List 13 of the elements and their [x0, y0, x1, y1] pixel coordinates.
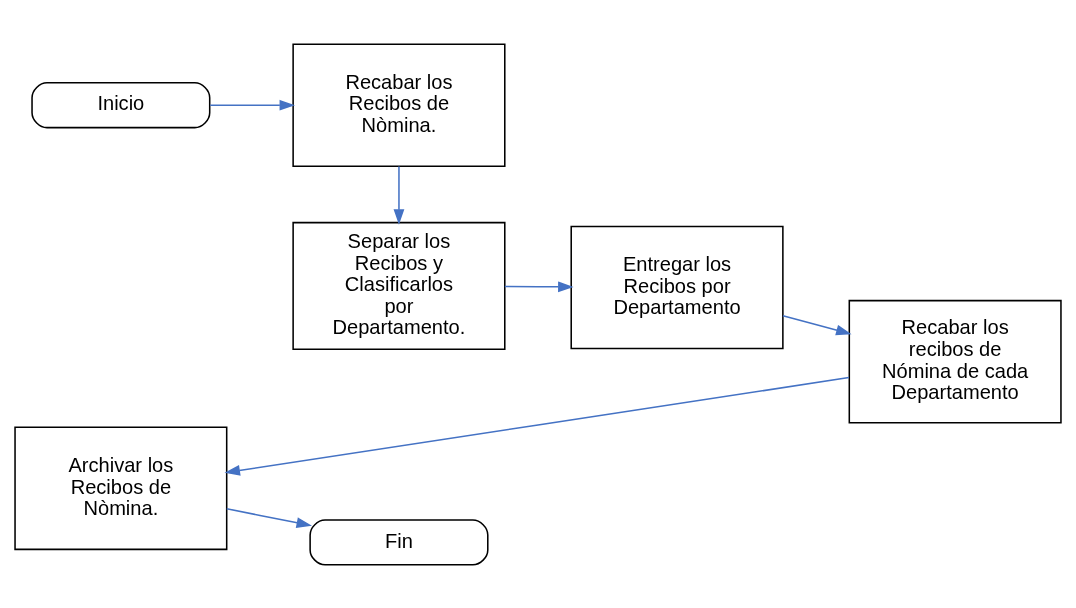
node-box: Recabar los Recibos de Nòmina.	[292, 42, 506, 167]
node-box: Inicio	[31, 81, 211, 128]
node-box: Archivar los Recibos de Nòmina.	[14, 426, 228, 550]
arrow	[782, 314, 852, 335]
arrow	[224, 376, 850, 476]
arrow	[209, 99, 296, 111]
node-box: Recabar los recibos de Nómina de cada Departamento	[848, 299, 1062, 423]
node-box: Fin	[309, 518, 489, 566]
node-box: Separar los Recibos y Clasificarlos por Departamento.	[292, 221, 506, 350]
node-box: Entregar los Recibos por Departamento	[570, 225, 784, 349]
arrow	[393, 165, 405, 225]
arrow	[504, 280, 574, 292]
arrow	[226, 507, 312, 528]
